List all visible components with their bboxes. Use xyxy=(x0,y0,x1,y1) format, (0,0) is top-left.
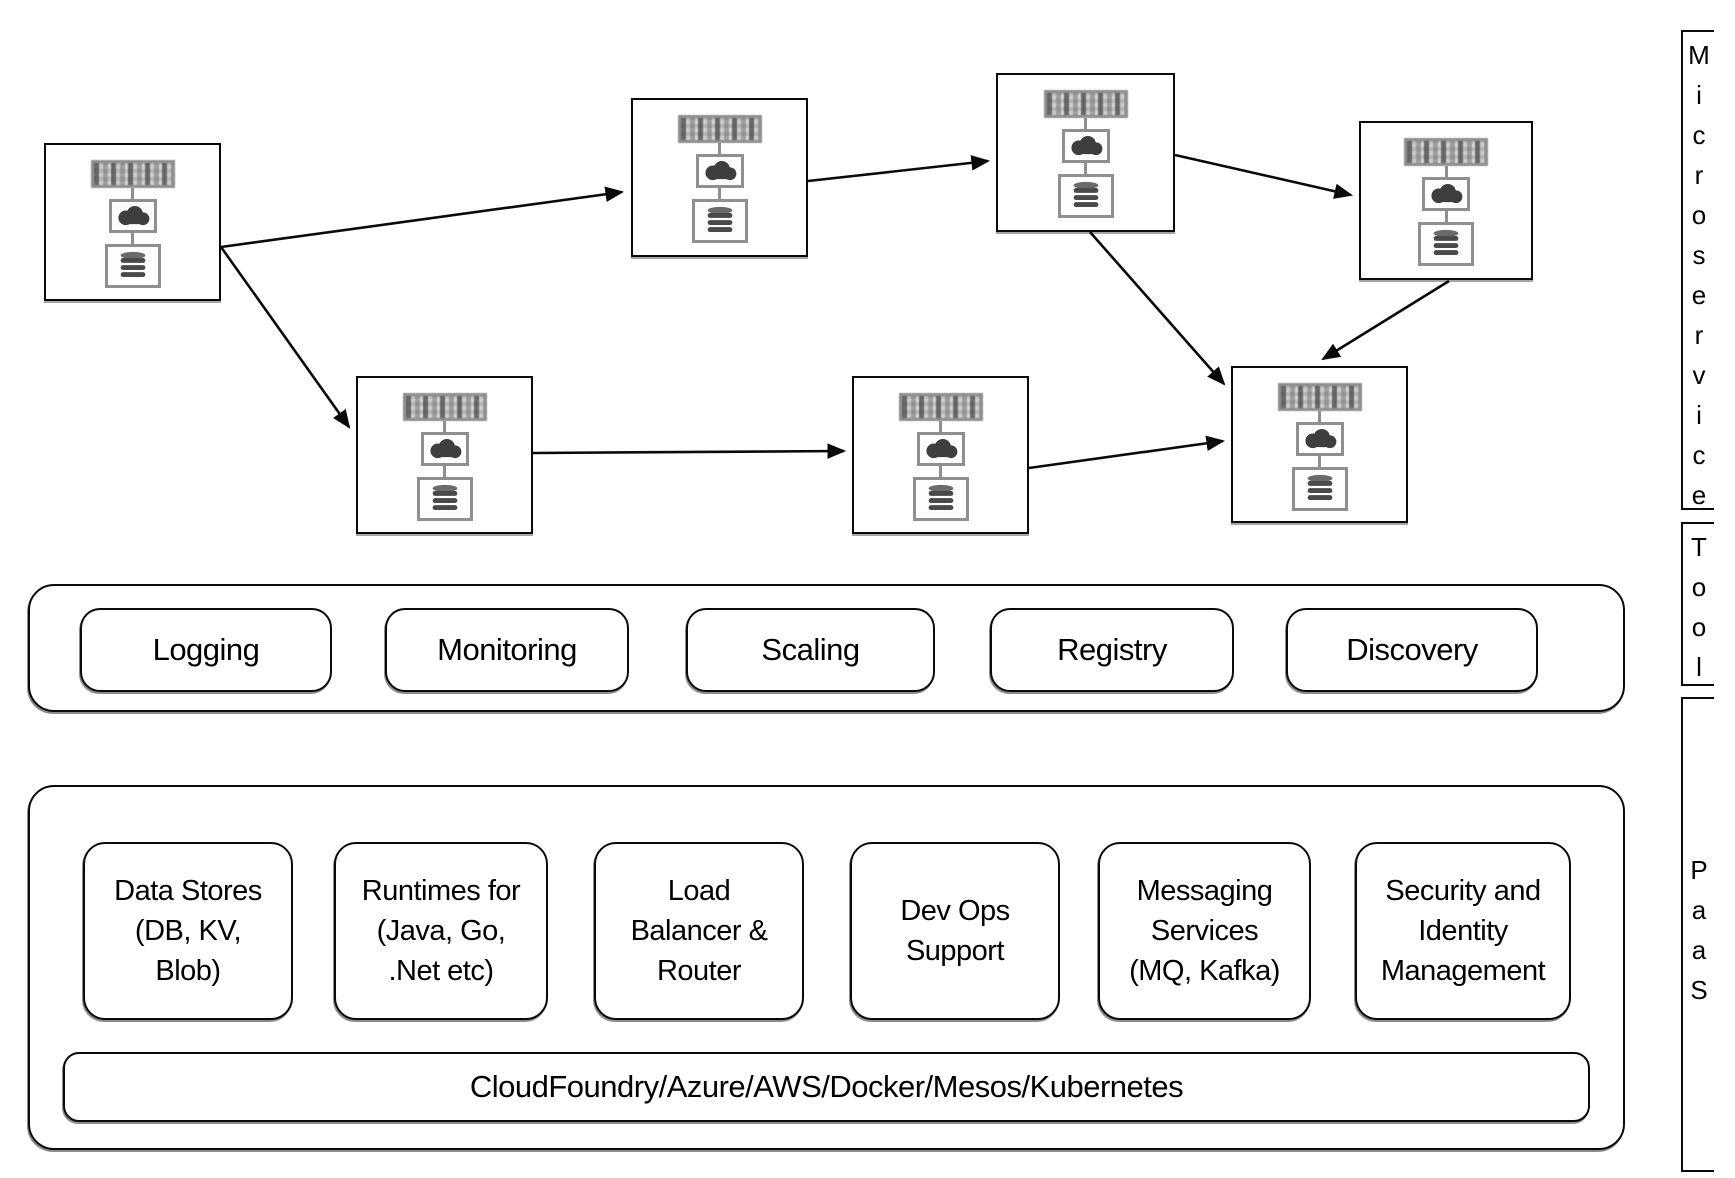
microservice-node-6 xyxy=(852,376,1029,534)
database-icon xyxy=(912,477,969,521)
service-label-thumbnail xyxy=(1043,90,1128,118)
microservice-node-3 xyxy=(631,98,808,257)
service-label-thumbnail xyxy=(90,160,175,188)
tool-label: Registry xyxy=(1057,632,1167,667)
arrow-svc3-svc4 xyxy=(807,155,991,183)
connector-line xyxy=(939,421,942,432)
connector-line xyxy=(131,233,134,244)
arrow-svc1-svc3 xyxy=(220,186,625,249)
database-icon xyxy=(691,199,748,243)
platform-bar-label: CloudFoundry/Azure/AWS/Docker/Mesos/Kube… xyxy=(469,1069,1184,1104)
section-label-paas: PaaS xyxy=(1681,697,1714,1172)
connector-line xyxy=(443,421,446,432)
paas-devops: Dev Ops Support xyxy=(850,842,1060,1020)
paas-messaging: Messaging Services (MQ, Kafka) xyxy=(1098,842,1311,1020)
connector-line xyxy=(1084,163,1087,174)
arrow-svc5-svc7 xyxy=(1321,279,1450,361)
cloud-icon xyxy=(1061,129,1110,163)
database-icon xyxy=(416,477,473,521)
tool-logging: Logging xyxy=(80,608,332,692)
microservice-node-4 xyxy=(996,73,1175,232)
connector-line xyxy=(1444,166,1448,177)
arrow-svc1-svc2 xyxy=(219,246,351,429)
connector-line xyxy=(1318,456,1321,467)
microservice-node-5 xyxy=(1359,121,1533,280)
database-icon xyxy=(1057,174,1114,218)
connector-line xyxy=(718,188,721,199)
connector-line xyxy=(1318,411,1321,422)
paas-runtimes: Runtimes for (Java, Go, .Net etc) xyxy=(334,842,548,1020)
section-label-microservice: Microservice xyxy=(1681,30,1714,520)
tool-monitoring: Monitoring xyxy=(385,608,629,692)
arrow-svc2-svc6 xyxy=(532,443,847,459)
tool-label: Monitoring xyxy=(437,632,577,667)
cloud-icon xyxy=(1422,177,1470,211)
tool-scaling: Scaling xyxy=(686,608,935,692)
connector-line xyxy=(1444,211,1448,222)
microservice-node-7 xyxy=(1231,366,1408,523)
cloud-icon xyxy=(1295,422,1344,456)
connector-line xyxy=(131,188,134,199)
tool-label: Scaling xyxy=(761,632,860,667)
paas-label: Security and Identity Management xyxy=(1380,875,1546,987)
service-label-thumbnail xyxy=(1404,138,1488,166)
paas-label: Runtimes for (Java, Go, .Net etc) xyxy=(361,875,521,987)
service-label-thumbnail xyxy=(898,393,983,421)
paas-label: Data Stores (DB, KV, Blob) xyxy=(114,875,262,987)
cloud-icon xyxy=(916,432,965,466)
cloud-icon xyxy=(695,154,744,188)
cloud-icon xyxy=(108,199,157,233)
microservice-node-1 xyxy=(44,143,221,301)
paas-load-balancer: Load Balancer & Router xyxy=(594,842,804,1020)
arrow-svc4-svc7 xyxy=(1089,231,1226,386)
arrow-svc6-svc7 xyxy=(1028,435,1226,470)
microservice-node-2 xyxy=(356,376,533,534)
paas-label: Dev Ops Support xyxy=(900,895,1010,967)
paas-label: Messaging Services (MQ, Kafka) xyxy=(1129,875,1280,987)
tool-discovery: Discovery xyxy=(1286,608,1538,692)
connector-line xyxy=(939,466,942,477)
tool-registry: Registry xyxy=(990,608,1234,692)
platform-bar: CloudFoundry/Azure/AWS/Docker/Mesos/Kube… xyxy=(63,1052,1590,1122)
tool-label: Logging xyxy=(152,632,260,667)
service-label-thumbnail xyxy=(402,393,487,421)
database-icon xyxy=(104,244,161,288)
cloud-icon xyxy=(420,432,469,466)
connector-line xyxy=(718,143,721,154)
paas-vertical-label: PaaS xyxy=(1684,854,1714,1015)
paas-label: Load Balancer & Router xyxy=(630,875,768,987)
arrow-svc4-svc5 xyxy=(1174,153,1354,199)
service-label-thumbnail xyxy=(677,115,762,143)
connector-line xyxy=(1084,118,1087,129)
section-label-tools: Tools xyxy=(1681,522,1714,732)
database-icon xyxy=(1291,467,1348,511)
connector-line xyxy=(443,466,446,477)
paas-security: Security and Identity Management xyxy=(1355,842,1571,1020)
paas-data-stores: Data Stores (DB, KV, Blob) xyxy=(83,842,293,1020)
database-icon xyxy=(1418,222,1474,266)
tools-vertical-label: Tools xyxy=(1684,532,1714,732)
tool-label: Discovery xyxy=(1346,632,1478,667)
microservice-vertical-label: Microservice xyxy=(1684,40,1714,520)
service-label-thumbnail xyxy=(1277,383,1362,411)
